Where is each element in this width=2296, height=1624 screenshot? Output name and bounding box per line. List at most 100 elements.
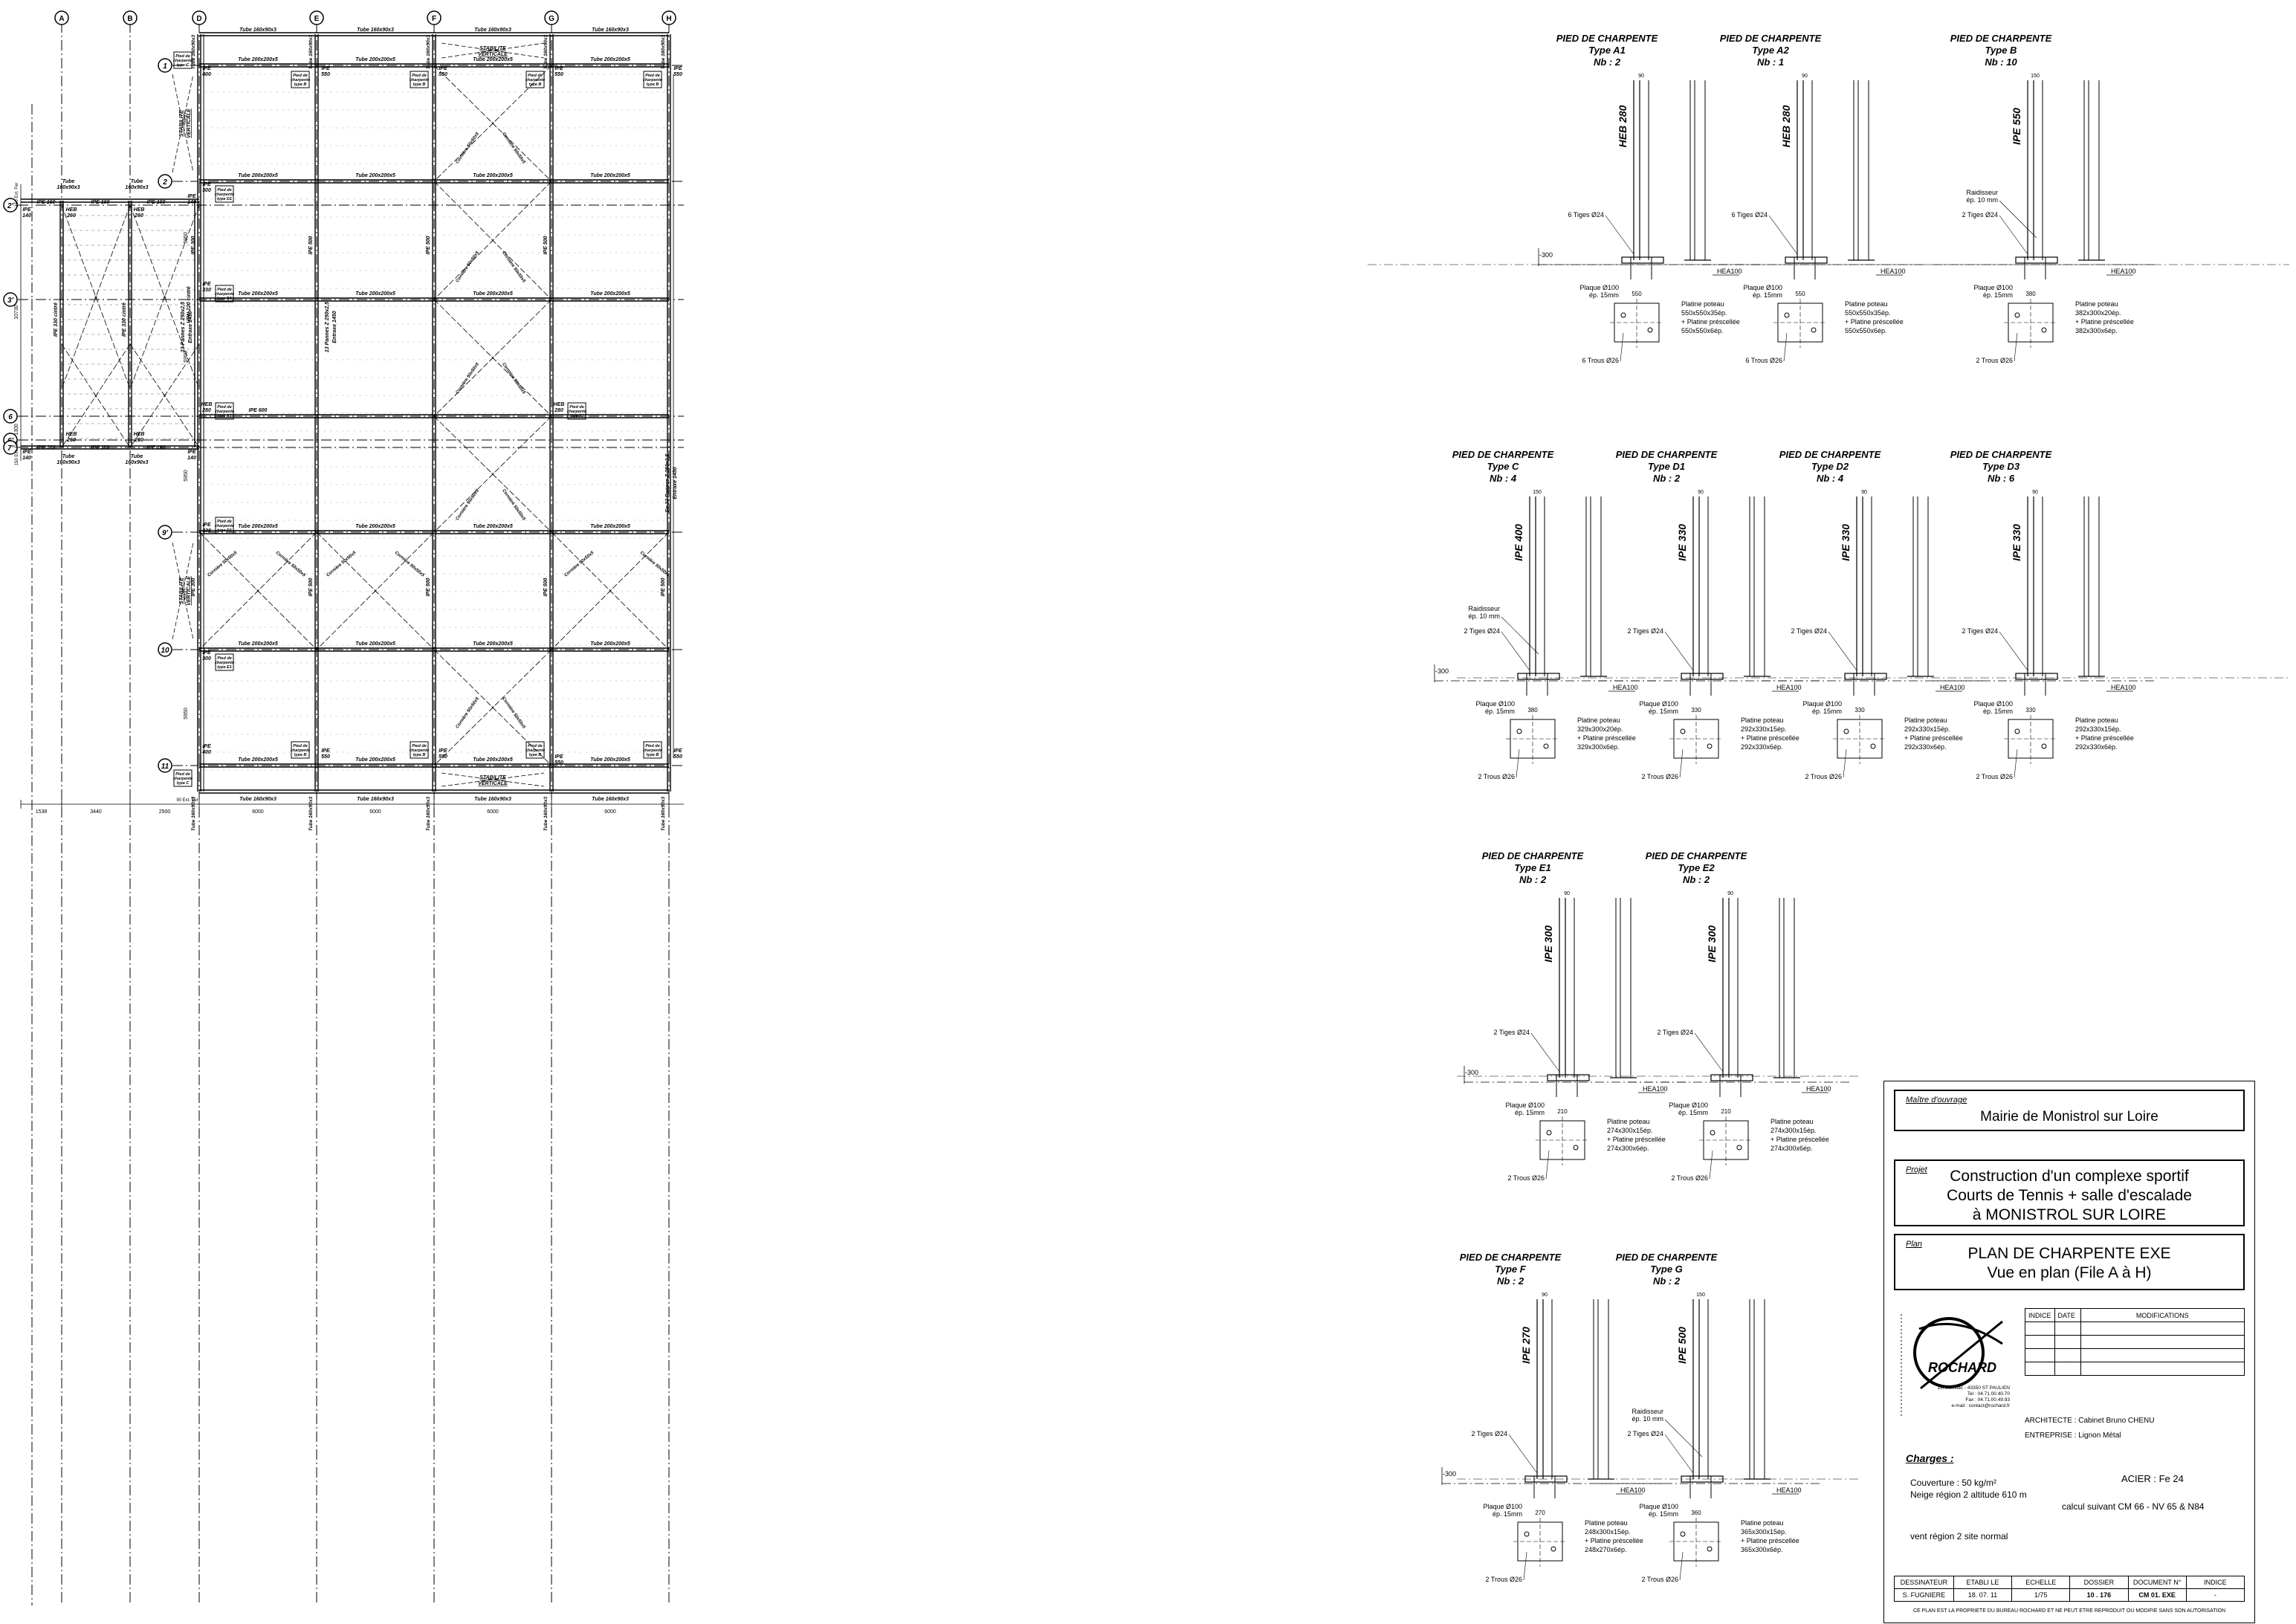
tube-small-label: Tube [62, 179, 75, 184]
pannes-label-1: 13 Pannes Z 250x2,5 [181, 302, 186, 352]
axis-bubble-H [662, 10, 676, 25]
pied-tag-box [291, 741, 310, 759]
pied-tag-box [410, 741, 429, 759]
dim-mid-value: 5950 [184, 113, 189, 125]
detail-bolt [1550, 1546, 1556, 1552]
brace-center-g9: × [608, 587, 612, 595]
detail-platine-dim: 292x330x15ép. [1904, 725, 1950, 733]
dim-left-small-b: 150 Ext. Fer [15, 441, 19, 466]
detail-leader [1620, 332, 1624, 362]
detail-bolt [2041, 327, 2047, 333]
detail-prescellee-dim: 248x270x6ép. [1585, 1546, 1627, 1553]
brace-f4-b [433, 415, 552, 533]
detail-tiges: 2 Tiges Ø24 [1657, 1029, 1693, 1036]
pied-tag-line1: Pied de [293, 74, 308, 78]
detail-leader [1679, 748, 1684, 778]
detail-tiges: 2 Tiges Ø24 [1627, 1430, 1663, 1437]
row-bubble-2 [158, 174, 172, 189]
doc-header-document: DOCUMENT N° [2127, 1576, 2187, 1589]
column-profile-label: IPE 500 [543, 578, 549, 596]
detail-leader [1783, 332, 1788, 362]
stab-label-1b: VERTICALE [187, 109, 192, 138]
detail-raidisseur-ep: ép. 10 mm [1632, 1415, 1663, 1423]
firm-address-3: Fax : 04.71.00.49.93 [1965, 1397, 2010, 1403]
brace-center-b2: × [163, 294, 166, 301]
doc-value-etabli: 18. 07. 11 [1953, 1588, 2013, 1602]
doc-value-dessinateur: S. FUGNIERE [1894, 1588, 1954, 1602]
tube-vertical-label: Tube 160x90x3 [426, 35, 431, 70]
pied-tag-line2: charpente [173, 59, 193, 63]
tube-200-label: Tube 200x200x5 [590, 291, 630, 297]
detail-count: Nb : 10 [1985, 56, 2017, 68]
tube-vertical-label: Tube 160x90x3 [661, 35, 666, 70]
detail-tiges: 6 Tiges Ø24 [1731, 211, 1768, 219]
detail-title: PIED DE CHARPENTE [1950, 33, 2052, 44]
column-small-label: IPE [554, 66, 563, 71]
axis-letter-B: B [127, 15, 132, 23]
tube-vertical-label: Tube 160x90x3 [543, 35, 549, 70]
ipe140-label-b: 140 [187, 456, 196, 461]
mod-header-indice: INDICE [2025, 1308, 2055, 1322]
pied-tag-line1: Pied de [217, 656, 232, 661]
detail-platine-dim: 292x330x15ép. [2075, 725, 2121, 733]
dim-left-value-b: 1300 [14, 424, 19, 436]
detail-leader [1545, 1150, 1550, 1180]
detail-trous: 2 Trous Ø26 [1507, 1174, 1545, 1182]
detail-plaque-ep: ép. 15mm [1649, 1510, 1678, 1518]
detail-bolt [1707, 743, 1713, 749]
dim-bottom-value: 6000 [252, 809, 264, 815]
detail-base-plate [1621, 256, 1664, 264]
detail-dim-top: 90 [1638, 74, 1644, 79]
tube-160-label: Tube 160x90x3 [592, 797, 629, 802]
corniere-label: Cornière 50x50x5 [501, 696, 526, 730]
dim-bottom-value: 6000 [369, 809, 381, 815]
axis-letter-F: F [432, 15, 436, 23]
pied-tag-type: type B [647, 753, 659, 757]
detail-trous: 2 Trous Ø26 [1641, 1576, 1678, 1583]
projet-line3: à MONISTROL SUR LOIRE [1972, 1206, 2167, 1223]
detail-tiges: 2 Tiges Ø24 [1962, 627, 1998, 635]
detail-bolt [1546, 1130, 1552, 1136]
detail-plate-width: 330 [2025, 707, 2036, 714]
column-small-label: IPE [321, 66, 330, 71]
neige-text: Neige région 2 altitude 610 m [1910, 1489, 2027, 1500]
tube-200-label: Tube 200x200x5 [238, 291, 278, 297]
footer-note: CE PLAN EST LA PROPRIETE DU BUREAU ROCHA… [1912, 1608, 2226, 1614]
detail-leader [1516, 748, 1520, 778]
brace-center-f4: × [491, 470, 494, 478]
detail-prescellee: + Platine préscellée [1681, 318, 1740, 326]
pied-tag-line2: charpente [526, 78, 545, 83]
detail-trous: 2 Trous Ø26 [1641, 773, 1678, 780]
stab-top-b [441, 42, 545, 59]
detail-platine-dim: 550x550x35ép. [1681, 309, 1727, 317]
detail-bolt [1843, 728, 1849, 734]
axis-bubble-E [309, 10, 324, 25]
pied-tag-box [215, 285, 234, 303]
pied-tag-line1: Pied de [293, 744, 308, 748]
column-small-label-b: 280 [554, 408, 563, 413]
couverture-text: Couverture : 50 kg/m² [1910, 1478, 1997, 1488]
pied-tag-type: type C [177, 781, 190, 786]
detail-platine: Platine poteau [1741, 716, 1784, 724]
detail-prescellee: + Platine préscellée [1770, 1136, 1829, 1143]
detail-platine-dim: 550x550x35ép. [1845, 309, 1891, 317]
detail-raidisseur: Raidisseur [1632, 1408, 1663, 1415]
column-small-label-b: 330 [202, 528, 211, 534]
tube-200-label: Tube 200x200x5 [473, 173, 513, 178]
charges-title: Charges : [1906, 1452, 1954, 1464]
dim-left-small: 150 Ext. Fer [15, 183, 19, 207]
detail-platine: Platine poteau [1770, 1118, 1814, 1125]
detail-title: PIED DE CHARPENTE [1556, 33, 1658, 44]
detail-platine-dim: 248x300x15ép. [1585, 1528, 1631, 1536]
tube-160-label: Tube 160x90x3 [592, 28, 629, 33]
detail-count: Nb : 2 [1683, 874, 1710, 885]
detail-platine: Platine poteau [1577, 716, 1620, 724]
detail-leader [2014, 332, 2018, 362]
detail-bolt [1620, 312, 1626, 318]
ipe330-cintre-label-b: IPE 330 cintré [122, 303, 127, 337]
detail-tiges: 6 Tiges Ø24 [1568, 211, 1604, 219]
corniere-label: Cornière 50x50x5 [501, 488, 526, 522]
